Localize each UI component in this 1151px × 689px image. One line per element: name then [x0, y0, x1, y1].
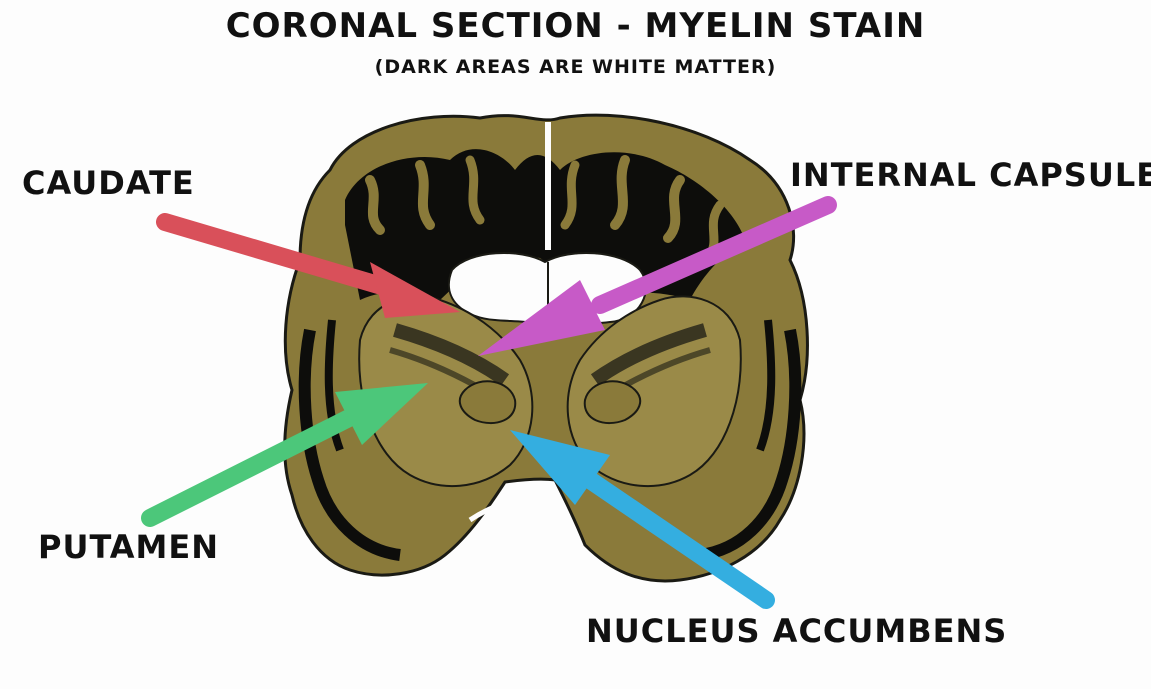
putamen-label: PUTAMEN [38, 528, 220, 566]
internal-capsule-arrow [478, 196, 837, 356]
nucleus-accumbens-arrow [510, 430, 775, 609]
right-basal-ganglia [566, 295, 742, 488]
caudate-arrow [156, 213, 460, 318]
putamen-arrow [141, 383, 428, 527]
diagram-title: CORONAL SECTION - MYELIN STAIN [225, 6, 926, 46]
internal-capsule-label: INTERNAL CAPSULE [790, 156, 1151, 194]
caudate-label: CAUDATE [22, 164, 195, 202]
nucleus-accumbens-label: NUCLEUS ACCUMBENS [586, 612, 1008, 650]
brain-coronal-section [283, 113, 809, 583]
diagram-subtitle: (DARK AREAS ARE WHITE MATTER) [374, 56, 777, 78]
